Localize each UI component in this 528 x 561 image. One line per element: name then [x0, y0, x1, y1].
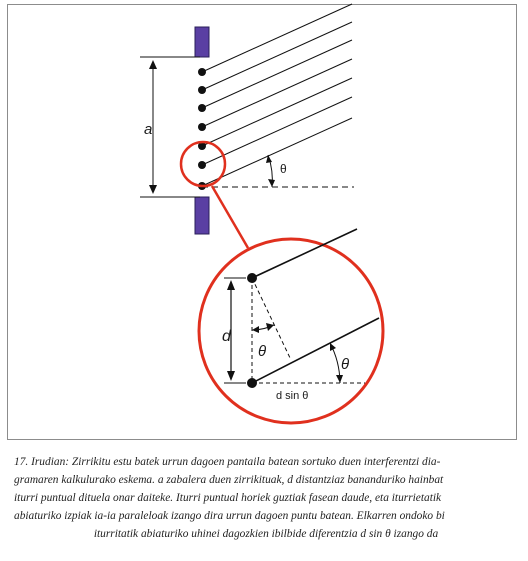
zoom-ray-lower	[251, 317, 380, 384]
dimension-d-label: d	[222, 328, 232, 345]
theta-label-top: θ	[280, 162, 287, 176]
arrowhead	[330, 343, 336, 351]
zoom-ray-upper	[251, 228, 358, 279]
source-point	[198, 161, 206, 169]
theta-label-left: θ	[258, 343, 266, 360]
zoom-highlight-circle	[179, 140, 227, 188]
ray-4	[201, 58, 353, 128]
ray-5	[201, 77, 353, 147]
arrowhead	[268, 179, 275, 187]
upper-barrier	[194, 26, 210, 58]
caption-line: abiaturiko izpiak ia-ia paraleloak izang…	[14, 510, 445, 522]
source-point	[198, 104, 206, 112]
source-point	[198, 68, 206, 76]
ray-1	[201, 3, 353, 73]
arrowhead	[266, 323, 274, 331]
ray-6	[201, 96, 353, 166]
dimension-a	[140, 56, 200, 198]
ray-2	[201, 21, 353, 91]
dsin-theta-label: d sin θ	[276, 390, 308, 402]
ray-3	[201, 39, 353, 109]
perpendicular-dashed	[251, 277, 292, 361]
zoom-content	[224, 228, 380, 384]
dimension-a-label: a	[144, 121, 152, 138]
caption-line: gramaren kalkulurako eskema. a zabalera …	[14, 474, 444, 486]
zoom-connector	[210, 185, 250, 249]
lower-barrier	[194, 196, 210, 235]
source-point	[198, 123, 206, 131]
caption-line: iturritatik abiaturiko uhinei dagozkien …	[93, 528, 439, 540]
source-point	[198, 142, 206, 150]
arrowhead	[227, 371, 235, 381]
ray-7	[201, 117, 353, 187]
caption-line: iturri puntual dituela onar daiteke. Itu…	[14, 492, 442, 504]
figure-caption: 17. Irudian: Zirrikitu estu batek urrun …	[14, 453, 518, 543]
theta-label-right: θ	[341, 356, 349, 373]
arrowhead	[336, 375, 343, 383]
zoom-source-lower	[247, 378, 257, 388]
zoom-source-upper	[247, 273, 257, 283]
parallel-rays	[201, 3, 353, 187]
source-point	[198, 86, 206, 94]
arrowhead	[252, 326, 259, 333]
caption-line: 17. Irudian: Zirrikitu estu batek urrun …	[14, 456, 441, 468]
arrowhead	[227, 280, 235, 290]
point-sources	[198, 68, 206, 190]
arrowhead	[266, 155, 272, 163]
